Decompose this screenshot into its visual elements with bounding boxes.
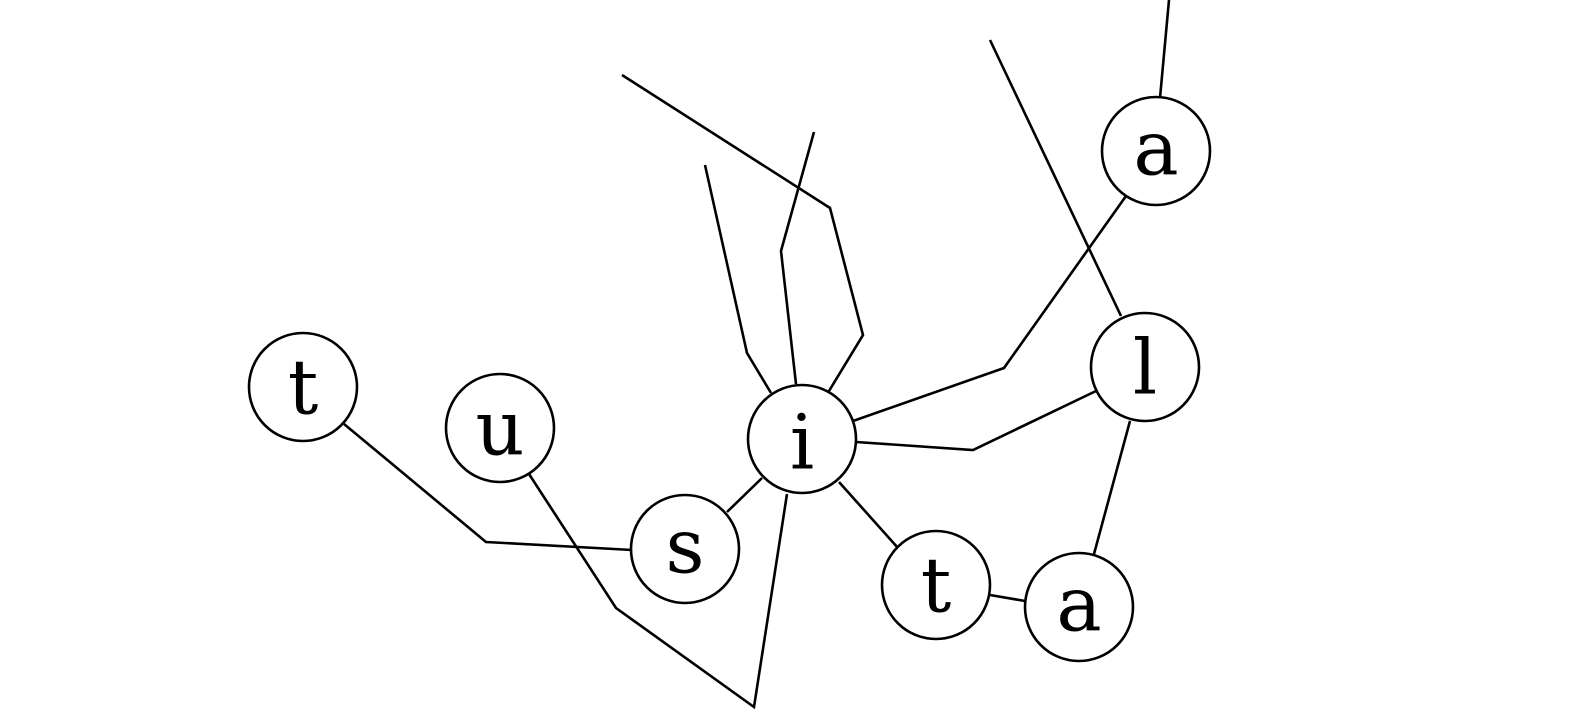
edge-s-to-i — [726, 477, 763, 513]
nodes: t u s i t a l a — [247, 95, 1212, 663]
edge-a-top-dangling — [1158, 0, 1171, 99]
node-a-bottom: a — [1023, 551, 1135, 663]
edge-l-dangling — [988, 39, 1123, 317]
edge-a-to-l — [1092, 420, 1132, 555]
node-label: t — [921, 541, 952, 630]
node-label: s — [665, 502, 704, 591]
node-t-left: t — [247, 331, 359, 443]
node-l: l — [1089, 311, 1201, 423]
node-label: t — [288, 343, 319, 432]
edge-i-to-a-top — [852, 195, 1128, 423]
edge-u-to-i — [527, 473, 789, 710]
node-i: i — [746, 383, 858, 495]
node-label: a — [1133, 104, 1178, 193]
edge-t-to-s — [343, 423, 633, 552]
node-label: i — [790, 398, 814, 487]
edge-i-to-t — [838, 481, 899, 549]
edge-i-dangling-2 — [779, 131, 816, 385]
edge-i-dangling-1 — [621, 73, 865, 392]
node-u: u — [444, 372, 556, 484]
node-s: s — [629, 493, 741, 605]
edges — [343, 0, 1171, 710]
edge-i-to-l — [855, 389, 1097, 452]
node-a-top: a — [1100, 95, 1212, 207]
node-label: u — [476, 384, 525, 473]
edge-t-to-a — [989, 593, 1026, 603]
node-label: l — [1133, 323, 1157, 412]
node-label: a — [1056, 560, 1101, 649]
node-t-bottom: t — [880, 529, 992, 641]
edge-i-dangling-3 — [703, 164, 773, 394]
